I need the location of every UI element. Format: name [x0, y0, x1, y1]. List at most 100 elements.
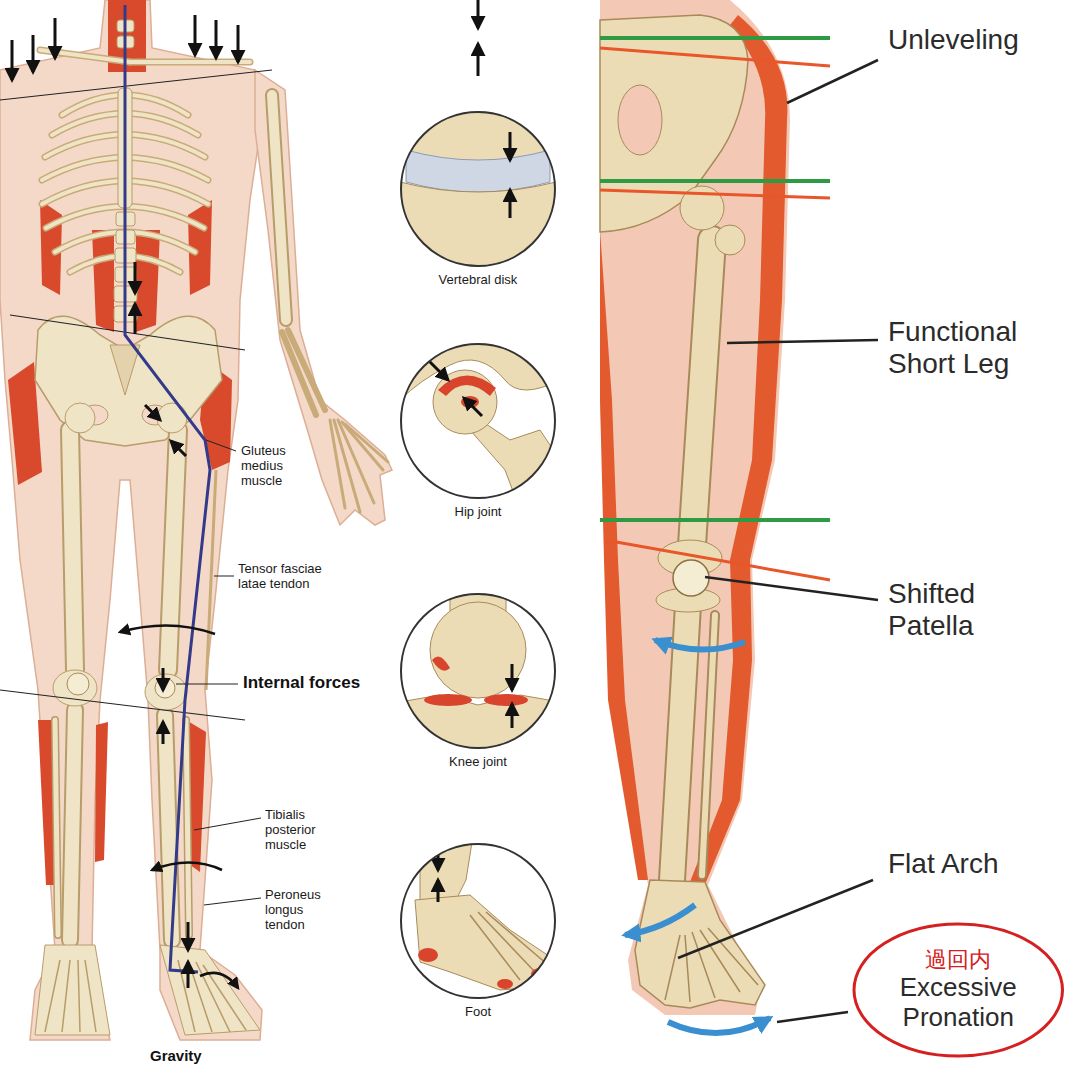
joint-insets-part	[415, 842, 555, 990]
joint-insets-part-part	[484, 694, 528, 706]
side-leg-part	[600, 38, 830, 520]
joint-insets-part-part-part	[478, 912, 535, 972]
side-leg-part	[715, 225, 745, 255]
side-leg-part-part	[655, 640, 745, 650]
front-skeleton-part-part	[272, 95, 286, 320]
node-outline	[395, 592, 561, 752]
japanese-term: 過回内	[925, 947, 991, 972]
node-outline	[395, 842, 561, 1002]
part-label: Gluteus medius muscle	[241, 444, 299, 489]
joint-insets-part-part	[430, 602, 526, 698]
front-skeleton-part	[65, 403, 95, 433]
front-skeleton-part-part	[186, 720, 189, 935]
side-leg-part	[625, 640, 770, 1033]
joint-insets	[395, 0, 560, 998]
inset-circle-outline	[401, 112, 555, 266]
front-skeleton-part-part	[165, 715, 172, 940]
front-skeleton-part-part	[70, 710, 75, 940]
front-skeleton-part	[125, 5, 210, 972]
front-skeleton-part-part	[162, 668, 165, 690]
front-skeleton-part-part	[55, 720, 58, 935]
front-skeleton-part-part	[11, 40, 14, 80]
joint-insets-part-part	[418, 948, 438, 962]
front-skeleton-part-part	[168, 430, 178, 670]
joint-insets-part-part	[415, 895, 555, 990]
side-leg-part-part	[600, 48, 830, 66]
side-leg-part	[673, 560, 709, 596]
node-outline	[395, 342, 561, 502]
side-leg-part-part	[705, 577, 878, 600]
front-skeleton-part-part	[134, 304, 137, 334]
front-skeleton-part	[155, 678, 175, 698]
joint-insets-part-part-part	[509, 132, 512, 160]
part-label: Gravity	[150, 1047, 240, 1064]
joint-inset-circle: Foot	[395, 842, 561, 1020]
joint-insets-part	[400, 110, 556, 270]
front-skeleton-part-part	[32, 35, 35, 72]
label-box: Gravity	[150, 1047, 240, 1064]
joint-insets-part	[400, 590, 560, 760]
joint-insets-part-part	[400, 695, 560, 760]
front-skeleton	[0, 0, 392, 1040]
joint-insets-part-part-part	[511, 664, 514, 690]
front-skeleton-part	[12, 15, 238, 988]
part-label: Functional Short Leg	[888, 316, 1063, 380]
label-box: Unleveling	[888, 24, 1068, 56]
side-leg-part-part	[700, 930, 740, 992]
front-skeleton-part-part	[130, 59, 250, 66]
side-leg-part-part	[685, 935, 690, 1002]
side-leg-part-part	[678, 880, 873, 958]
side-leg-part-part	[600, 179, 830, 183]
side-leg-part-part	[665, 935, 680, 1000]
side-leg-part	[600, 48, 830, 580]
inset-caption: Foot	[395, 1005, 561, 1020]
inset-circle-outline	[401, 844, 555, 998]
side-leg-part	[600, 230, 648, 880]
inset-caption: Vertebral disk	[395, 273, 561, 288]
joint-insets-part-part-part	[486, 912, 548, 965]
front-skeleton-part-part	[215, 20, 218, 58]
label-box: Gluteus medius muscle	[241, 444, 299, 489]
inset-circle-outline	[401, 594, 555, 748]
front-skeleton-part	[45, 960, 246, 1032]
part-label: Tensor fasciae latae tendon	[238, 562, 338, 592]
side-leg-part	[678, 60, 878, 1022]
front-skeleton-part-part	[145, 405, 160, 420]
front-skeleton-part	[35, 945, 110, 1035]
joint-insets-part-part-part	[509, 190, 512, 218]
side-leg-part-part	[692, 932, 715, 998]
joint-insets-part	[395, 340, 560, 510]
joint-insets-part-part	[406, 150, 550, 192]
front-skeleton-part	[120, 625, 238, 988]
front-skeleton-part-part	[0, 690, 245, 720]
part-label: Unleveling	[888, 24, 1068, 56]
joint-inset-circle: Knee joint	[395, 592, 561, 770]
ellipse-outline	[854, 924, 1063, 1056]
side-leg-part	[692, 240, 712, 545]
front-skeleton-part	[95, 722, 108, 862]
front-skeleton-part-part	[120, 625, 215, 634]
joint-insets-part-part-part	[511, 704, 514, 728]
side-leg-part	[600, 0, 790, 1015]
label-box: Tensor fasciae latae tendon	[238, 562, 338, 592]
front-skeleton-part-part	[200, 973, 238, 988]
side-leg-part-part	[605, 540, 830, 580]
joint-insets-part-part-part	[428, 360, 448, 380]
joint-insets-part-part-part	[437, 880, 440, 902]
front-skeleton-part-part	[85, 960, 96, 1032]
part-label: Peroneus longus tendon	[265, 888, 331, 933]
front-skeleton-part-part	[78, 960, 80, 1032]
side-leg-part	[618, 85, 662, 155]
front-skeleton-part	[330, 420, 388, 512]
side-leg-part	[702, 615, 715, 875]
front-skeleton-part-part	[134, 262, 137, 293]
front-skeleton-part	[67, 673, 89, 695]
front-skeleton-part-part	[187, 922, 190, 950]
callout-text: Excessive Pronation	[873, 973, 1043, 1033]
joint-insets-part	[477, 0, 480, 76]
front-skeleton-part	[92, 230, 114, 332]
joint-insets-part-part	[424, 694, 472, 706]
front-skeleton-part-part	[342, 422, 383, 470]
label-box: Functional Short Leg	[888, 316, 1063, 380]
